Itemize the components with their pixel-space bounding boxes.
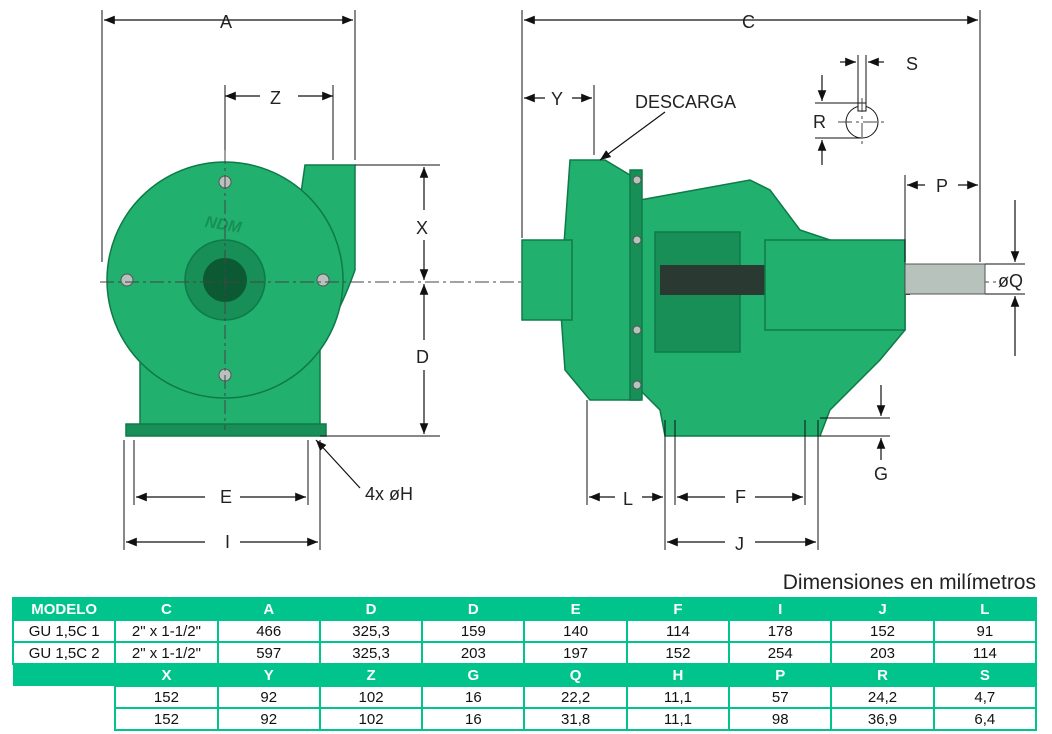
table-cell: 254 xyxy=(728,641,833,665)
dim-label-y: Y xyxy=(551,89,563,109)
table-cell: 102 xyxy=(318,707,424,731)
table-cell: 197 xyxy=(523,641,628,665)
dim-label-p: P xyxy=(936,176,948,196)
table-cell: 178 xyxy=(728,619,833,643)
table-cell: 466 xyxy=(216,619,321,643)
table-cell: 4,7 xyxy=(932,685,1038,709)
table-cell: GU 1,5C 1 xyxy=(11,619,117,643)
table-cell: F xyxy=(625,597,731,621)
table-cell: 2" x 1-1/2" xyxy=(114,619,219,643)
dim-label-a: A xyxy=(220,12,232,32)
blank-cell xyxy=(13,664,116,686)
dim-label-f: F xyxy=(735,487,746,507)
dim-label-l: L xyxy=(623,489,633,509)
table-cell: 114 xyxy=(932,641,1038,665)
table-cell: 2" x 1-1/2" xyxy=(114,641,219,665)
dim-label-g: G xyxy=(874,464,888,484)
table-cell: 16 xyxy=(421,707,526,731)
table-cell: MODELO xyxy=(11,597,117,621)
dim-label-e: E xyxy=(220,487,232,507)
table-cell: Y xyxy=(216,663,321,687)
pump-front-view: NDM xyxy=(106,161,356,437)
table-cell: 91 xyxy=(932,619,1038,643)
blank-cell xyxy=(13,708,116,730)
table-cell: 11,1 xyxy=(625,707,731,731)
table-cell: 6,4 xyxy=(932,707,1038,731)
discharge-label: DESCARGA xyxy=(635,92,736,112)
table-cell: X xyxy=(114,663,219,687)
table-cell: D xyxy=(318,597,424,621)
table-cell: Q xyxy=(523,663,628,687)
table-cell: 597 xyxy=(216,641,321,665)
table-cell: A xyxy=(216,597,321,621)
table-cell: 152 xyxy=(625,641,731,665)
pump-dimension-diagram: NDM A Z X D E I 4x øH C Y DESCARGA xyxy=(100,10,1025,554)
dim-label-j: J xyxy=(735,534,744,554)
table-cell: 22,2 xyxy=(523,685,628,709)
table-cell: 31,8 xyxy=(523,707,628,731)
table-cell: 11,1 xyxy=(625,685,731,709)
units-caption: Dimensiones en milímetros xyxy=(782,571,1036,594)
dim-label-s: S xyxy=(906,54,918,74)
dim-label-r: R xyxy=(813,112,826,132)
table-cell: S xyxy=(932,663,1038,687)
table-cell: 24,2 xyxy=(830,685,935,709)
dim-label-h: 4x øH xyxy=(365,484,413,504)
table-cell: 203 xyxy=(830,641,935,665)
table-cell: 92 xyxy=(216,707,321,731)
dim-label-q: øQ xyxy=(998,271,1023,291)
table-cell: GU 1,5C 2 xyxy=(11,641,117,665)
table-cell: 325,3 xyxy=(318,619,424,643)
table-cell: 98 xyxy=(728,707,833,731)
brand-logo: NDM xyxy=(204,214,243,237)
pump-side-view xyxy=(521,159,986,437)
dim-label-x: X xyxy=(416,218,428,238)
table-cell: 140 xyxy=(523,619,628,643)
table-cell: D xyxy=(421,597,526,621)
table-cell: 16 xyxy=(421,685,526,709)
table-cell: 152 xyxy=(114,707,219,731)
dim-label-d: D xyxy=(416,347,429,367)
table-cell: P xyxy=(728,663,833,687)
table-cell: 36,9 xyxy=(830,707,935,731)
table-cell: I xyxy=(728,597,833,621)
dim-label-z: Z xyxy=(270,88,281,108)
blank-cell xyxy=(13,686,116,708)
table-cell: 325,3 xyxy=(318,641,424,665)
table-cell: 114 xyxy=(625,619,731,643)
dim-label-c: C xyxy=(742,12,755,32)
table-cell: E xyxy=(523,597,628,621)
table-cell: 92 xyxy=(216,685,321,709)
table-cell: L xyxy=(932,597,1038,621)
dim-label-i: I xyxy=(225,532,230,552)
table-cell: 57 xyxy=(728,685,833,709)
table-cell: 159 xyxy=(421,619,526,643)
table-cell: 152 xyxy=(830,619,935,643)
table-cell: R xyxy=(830,663,935,687)
table-cell: 102 xyxy=(318,685,424,709)
table-cell: G xyxy=(421,663,526,687)
table-cell: J xyxy=(830,597,935,621)
table-cell: Z xyxy=(318,663,424,687)
shaft-key-detail xyxy=(815,55,886,165)
table-cell: C xyxy=(114,597,219,621)
table-cell: H xyxy=(625,663,731,687)
table-cell: 203 xyxy=(421,641,526,665)
table-cell: 152 xyxy=(114,685,219,709)
